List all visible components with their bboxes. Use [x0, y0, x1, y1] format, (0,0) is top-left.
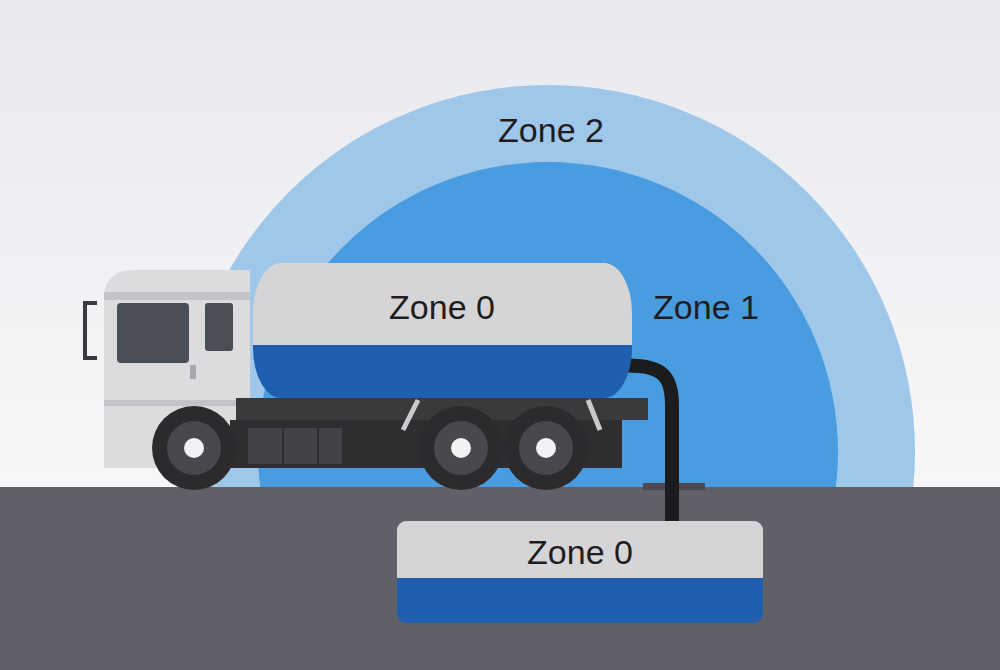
truck-tank: Zone 0: [253, 263, 632, 398]
zone-label: Zone 1: [653, 289, 759, 326]
zone-label: Zone 0: [527, 534, 633, 571]
zone-label: Zone 2: [498, 112, 604, 149]
truck-tank-outline: [253, 263, 632, 398]
zone-label: Zone 0: [389, 289, 495, 326]
fuel-hose: [628, 366, 672, 523]
underground-tank: Zone 0: [397, 521, 763, 623]
